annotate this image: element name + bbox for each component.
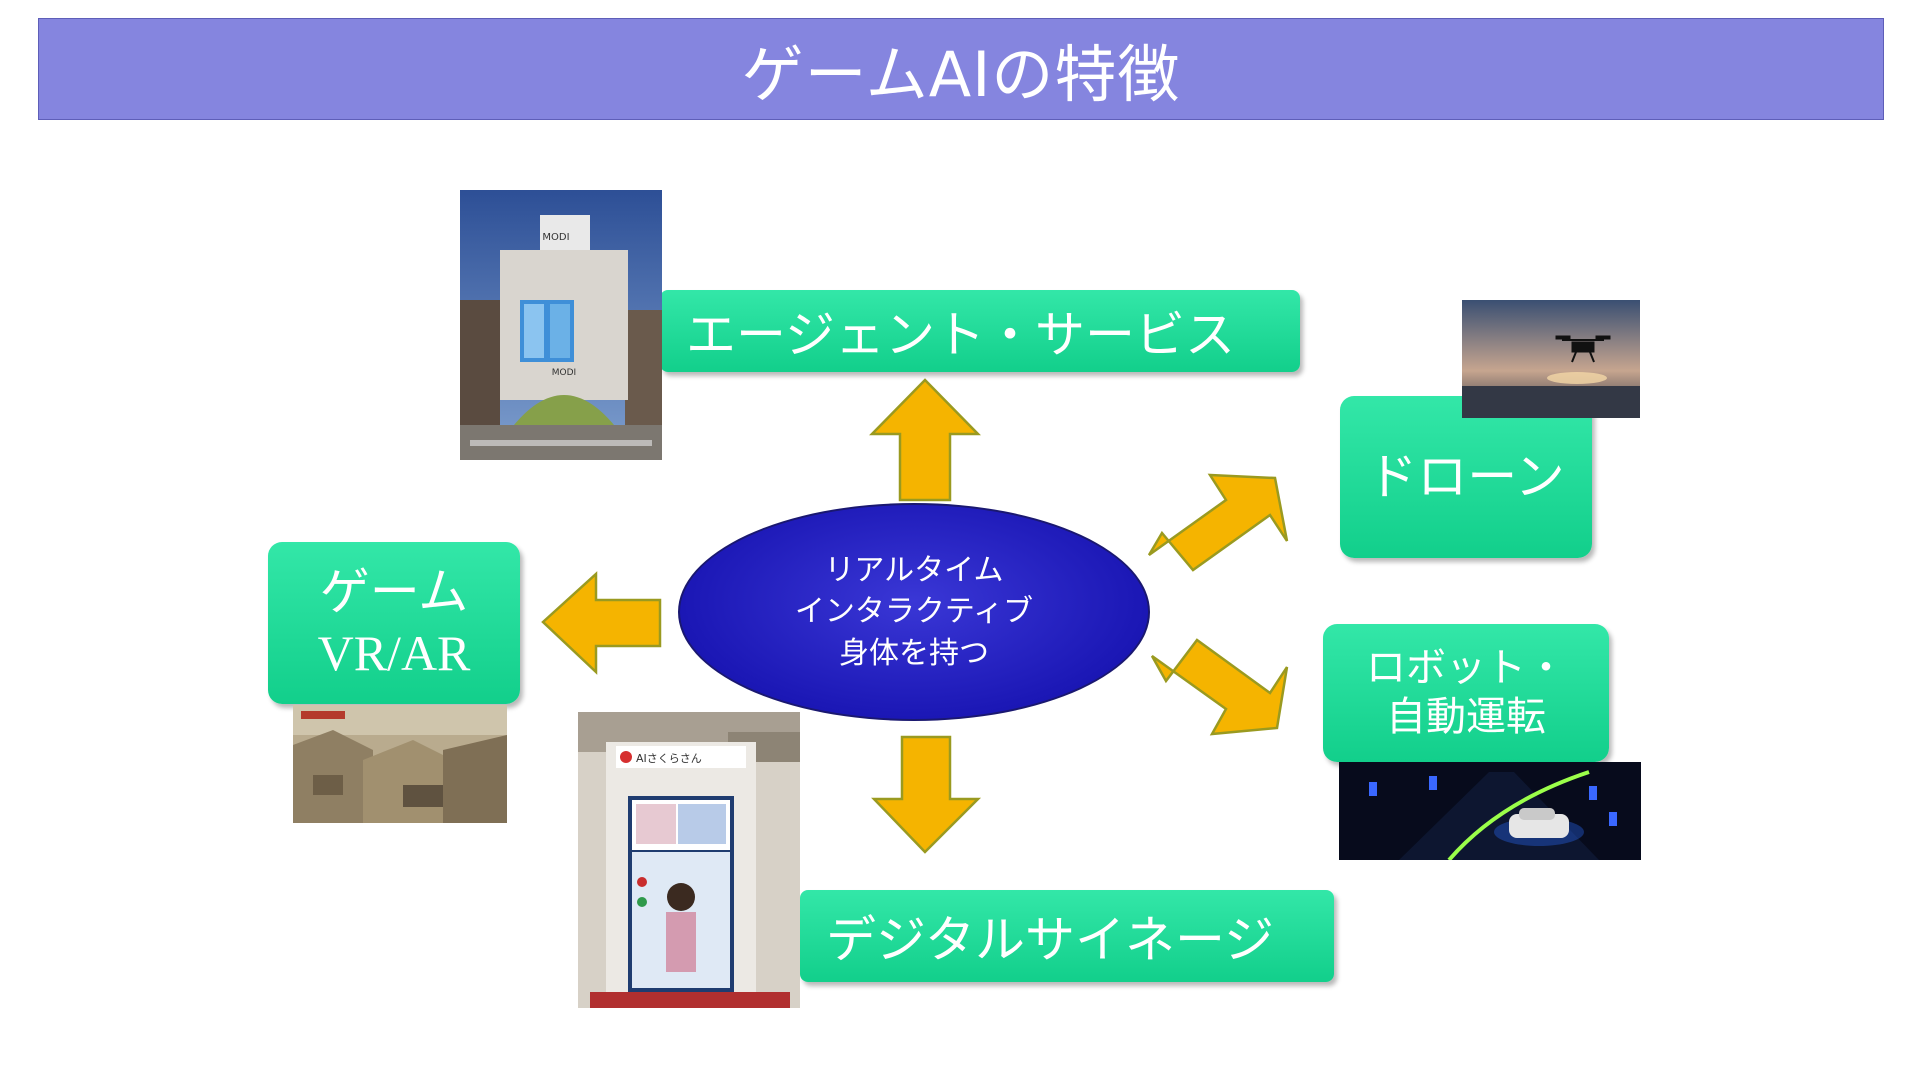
- arrow-left: [541, 571, 662, 675]
- photo-building-sign-bottom: MODI: [552, 368, 576, 378]
- photo-drone: [1462, 300, 1640, 418]
- node-robot-autonomous: ロボット・ 自動運転: [1323, 624, 1609, 762]
- node-agent-service: エージェント・サービス: [660, 290, 1300, 372]
- node-digital-signage: デジタルサイネージ: [800, 890, 1334, 982]
- arrow-up-right: [1147, 473, 1289, 572]
- node-agent-service-label: エージェント・サービス: [686, 306, 1235, 364]
- arrow-down-right: [1150, 638, 1289, 736]
- node-game-label: ゲーム: [319, 563, 469, 621]
- photo-kiosk: AIさくらさん: [578, 712, 800, 1008]
- photo-building-sign-top: MODI: [542, 232, 569, 243]
- node-robot-label: ロボット・: [1366, 645, 1566, 692]
- center-line-2: インタラクティブ: [794, 594, 1034, 630]
- photo-game-scene: [293, 705, 507, 823]
- node-game-vr-ar: ゲーム VR/AR: [268, 542, 520, 704]
- node-autonomous-label: 自動運転: [1386, 694, 1546, 740]
- node-digital-signage-label: デジタルサイネージ: [826, 911, 1274, 969]
- node-vrar-label: VR/AR: [317, 625, 471, 681]
- photo-building: MODI MODI: [460, 190, 662, 460]
- slide-title: ゲームAIの特徴: [38, 18, 1884, 120]
- node-drone-label: ドローン: [1367, 447, 1565, 506]
- slide-title-text: ゲームAIの特徴: [741, 38, 1181, 111]
- node-drone: ドローン: [1340, 396, 1592, 558]
- center-line-3: 身体を持つ: [839, 635, 989, 671]
- photo-kiosk-label: AIさくらさん: [636, 752, 702, 765]
- center-concept-ellipse: リアルタイム インタラクティブ 身体を持つ: [678, 503, 1150, 721]
- center-line-1: リアルタイム: [824, 552, 1004, 588]
- arrow-up: [869, 378, 981, 502]
- arrow-down: [871, 735, 982, 854]
- photo-autonomous-car: [1339, 762, 1641, 860]
